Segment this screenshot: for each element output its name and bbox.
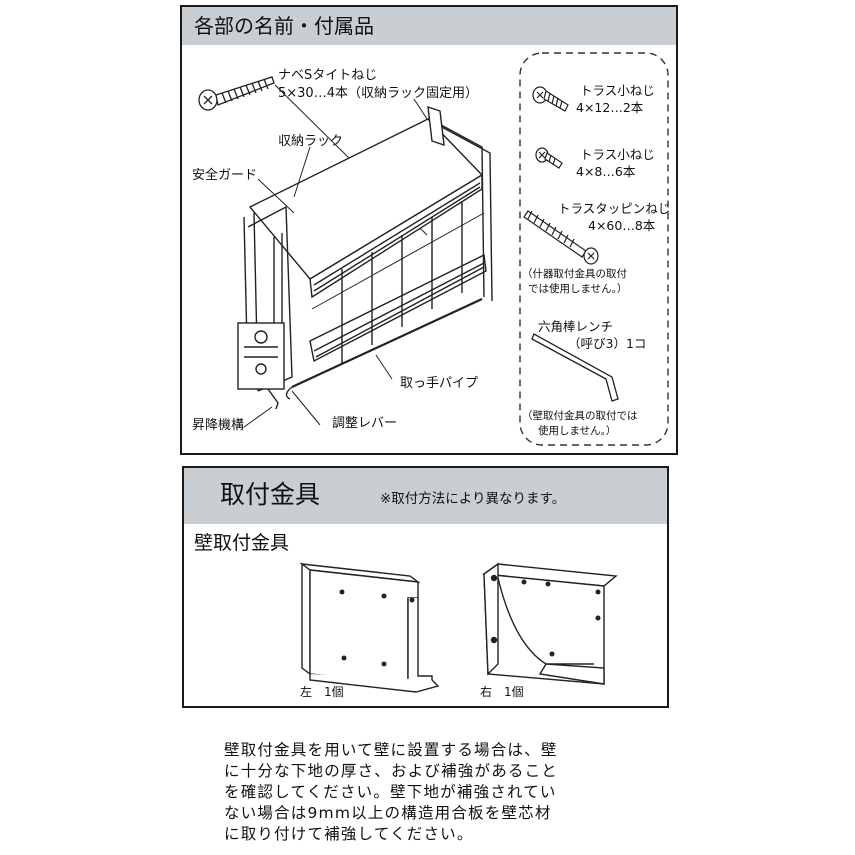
right-bracket-label: 右 1個 bbox=[480, 685, 524, 699]
bracket-title: 取付金具 bbox=[220, 480, 321, 509]
tapping-spec: 4×60…8本 bbox=[588, 218, 656, 233]
bracket-illustrations bbox=[299, 562, 618, 693]
truss-screw-b-icon bbox=[535, 147, 563, 169]
truss-b-spec: 4×8…6本 bbox=[576, 164, 636, 179]
tapping-note-1: （什器取付金具の取付 bbox=[522, 268, 627, 280]
truss-b-name: トラス小ねじ bbox=[580, 147, 655, 162]
truss-a-spec: 4×12…2本 bbox=[576, 100, 644, 115]
guard-label: 安全ガード bbox=[192, 168, 258, 183]
parts-header bbox=[182, 7, 676, 45]
bracket-note: ※取付方法により異なります。 bbox=[380, 491, 566, 507]
notice-line-1: 壁取付金具を用いて壁に設置する場合は、壁 bbox=[224, 741, 558, 759]
truss-a-name: トラス小ねじ bbox=[580, 83, 655, 98]
left-bracket-icon bbox=[299, 562, 440, 693]
handle-pipe-label: 取っ手パイプ bbox=[400, 376, 479, 391]
wrench-note-2: 使用しません。） bbox=[538, 425, 617, 437]
truss-screw-a-icon bbox=[532, 86, 569, 112]
tapping-screw-icon bbox=[523, 210, 599, 265]
nabe-screw-spec: 5×30…4本（収納ラック固定用） bbox=[278, 86, 478, 101]
notice-line-2: に十分な下地の厚さ、および補強があること bbox=[224, 762, 559, 780]
notice-line-3: を確認してください。壁下地が補強されてい bbox=[224, 783, 557, 801]
lift-mechanism-label: 昇降機構 bbox=[192, 418, 245, 433]
parts-panel: 各部の名前・付属品 bbox=[180, 5, 678, 455]
tapping-note-2: では使用しません。） bbox=[528, 283, 628, 295]
wrench-spec: （呼び3）1コ bbox=[568, 336, 647, 351]
notice-line-4: ない場合は9mm以上の構造用合板を壁芯材 bbox=[224, 804, 552, 822]
page-title: 各部の名前・付属品 bbox=[194, 14, 374, 38]
tapping-name: トラスタッピンねじ bbox=[558, 201, 671, 216]
nabe-screw-icon bbox=[198, 76, 275, 111]
bracket-header bbox=[184, 468, 667, 524]
wall-bracket-subtitle: 壁取付金具 bbox=[194, 532, 290, 554]
wrench-note-1: （壁取付金具の取付では bbox=[522, 410, 638, 422]
installation-notice: 壁取付金具を用いて壁に設置する場合は、壁 に十分な下地の厚さ、および補強があるこ… bbox=[224, 740, 644, 845]
hex-wrench-icon bbox=[531, 333, 619, 402]
rack-illustration bbox=[198, 52, 669, 446]
bracket-panel: 取付金具 ※取付方法により異なります。 壁取付金具 bbox=[182, 466, 669, 708]
lever-label: 調整レバー bbox=[332, 416, 398, 431]
nabe-screw-name: ナベSタイトねじ bbox=[278, 68, 378, 83]
wrench-name: 六角棒レンチ bbox=[538, 319, 614, 334]
left-bracket-label: 左 1個 bbox=[300, 685, 344, 699]
notice-line-5: に取り付けて補強してください。 bbox=[224, 825, 474, 843]
right-bracket-icon bbox=[482, 562, 618, 685]
rack-label: 収納ラック bbox=[278, 134, 344, 149]
